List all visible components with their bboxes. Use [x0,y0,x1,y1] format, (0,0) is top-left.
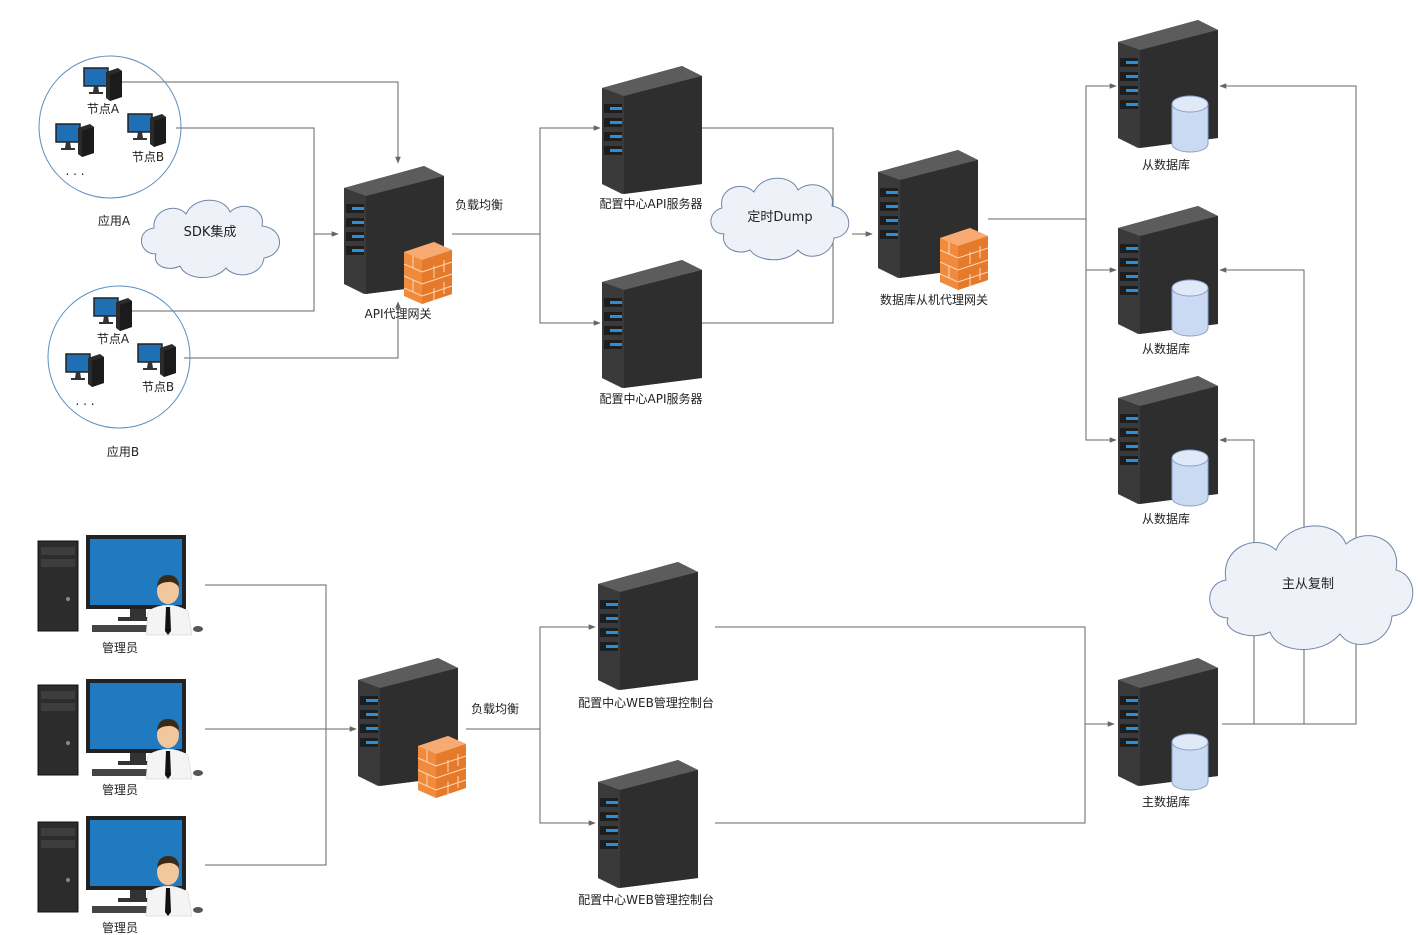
link-app-b-node-a-to-gateway [128,234,315,312]
firewall-icon [939,227,989,291]
ellipsis-label: . . . [75,394,95,408]
node-a-label: 节点A [96,332,130,346]
config-api-server-2-label: 配置中心API服务器 [599,392,703,406]
node-b-pc-icon [137,343,177,378]
load-balance-label: 负载均衡 [470,702,520,716]
api-gateway-label: API代理网关 [364,307,432,321]
node-pc-icon [65,353,105,388]
link-app-b-node-b-to-gateway [184,301,401,359]
database-icon [1171,95,1209,153]
link-proxy-to-slave-1 [988,83,1117,220]
link-master-to-slave-2 [1219,267,1305,724]
app-a-label: 应用A [97,214,131,228]
node-b-label: 节点B [141,380,175,394]
config-api-server-1-icon [602,66,702,194]
web-console-2-label: 配置中心WEB管理控制台 [578,893,714,907]
config-api-server-1-label: 配置中心API服务器 [599,197,703,211]
sdk-cloud-label: SDK集成 [183,225,237,240]
node-b-pc-icon [127,113,167,148]
link-api-2-to-dump [700,234,834,324]
node-pc-icon [55,123,95,158]
node-b-label: 节点B [131,150,165,164]
db-proxy-label: 数据库从机代理网关 [879,293,989,307]
admin-3-label: 管理员 [101,921,139,935]
slave-db-1-label: 从数据库 [1141,158,1191,172]
link-node-a-to-gateway [122,81,401,164]
link-web-2-to-master [715,724,1086,824]
admin-3-workstation-icon [37,815,204,917]
database-icon [1171,279,1209,337]
database-icon [1171,733,1209,791]
dump-cloud-label: 定时Dump [747,210,813,225]
slave-db-3-label: 从数据库 [1141,512,1191,526]
replication-cloud-label: 主从复制 [1281,577,1335,592]
link-proxy-to-slave-3 [1085,270,1117,443]
link-gateway-to-api-2 [539,234,601,326]
app-b-label: 应用B [106,445,140,459]
link-gateway-to-api-1 [452,125,601,235]
link-lb-to-web-2 [539,729,596,826]
ellipsis-label: . . . [65,164,85,178]
app-b-group [47,285,191,429]
load-balance-label: 负载均衡 [454,198,504,212]
node-a-pc-icon [93,297,133,332]
link-admins-bracket [205,584,327,866]
app-a-group [38,55,182,199]
link-api-1-to-dump [700,127,834,234]
replication-cloud-icon [1209,525,1414,650]
config-api-server-2-icon [602,260,702,388]
web-console-2-server-icon [598,760,698,888]
web-console-1-label: 配置中心WEB管理控制台 [578,696,714,710]
link-proxy-to-slave-2 [1085,219,1117,273]
admin-2-label: 管理员 [101,783,139,797]
sdk-cloud-icon [141,199,280,278]
dump-cloud-icon [710,177,850,261]
admin-1-workstation-icon [37,534,204,636]
link-lb-to-web-1 [466,624,596,730]
node-a-label: 节点A [86,102,120,116]
firewall-icon [417,735,467,799]
admin-1-label: 管理员 [101,641,139,655]
web-console-1-server-icon [598,562,698,690]
node-a-pc-icon [83,67,123,102]
admin-2-workstation-icon [37,678,204,780]
database-icon [1171,449,1209,507]
firewall-icon [403,241,453,305]
master-db-label: 主数据库 [1141,795,1191,809]
link-node-b-to-gateway [176,127,339,237]
link-web-1-to-master [715,626,1115,727]
slave-db-2-label: 从数据库 [1141,342,1191,356]
link-master-to-slave-1 [1219,83,1357,725]
